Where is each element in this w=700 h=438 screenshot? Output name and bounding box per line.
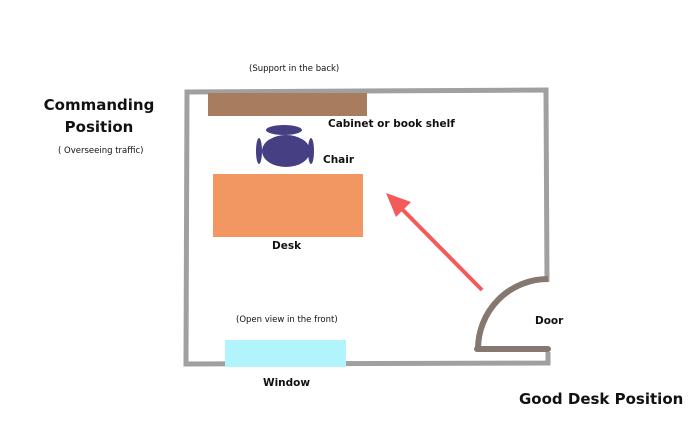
cabinet xyxy=(208,93,367,116)
chair-arm-right xyxy=(308,138,314,164)
heading-note: ( Overseeing traffic) xyxy=(58,146,144,156)
support-label: (Support in the back) xyxy=(249,64,340,74)
diagram-title: Good Desk Position xyxy=(519,390,684,408)
cabinet-label: Cabinet or book shelf xyxy=(328,118,455,130)
chair-label: Chair xyxy=(323,154,355,166)
desk-label: Desk xyxy=(272,240,302,252)
door-swing xyxy=(475,276,549,350)
desk xyxy=(213,174,363,237)
open-view-label: (Open view in the front) xyxy=(236,315,338,325)
arrow-line xyxy=(396,203,484,292)
arrow-head xyxy=(386,193,411,217)
window xyxy=(225,340,346,367)
chair-back xyxy=(266,125,302,135)
room-wall xyxy=(183,87,551,367)
heading-line2: Position xyxy=(64,118,134,136)
heading-line1: Commanding xyxy=(43,96,155,114)
chair-seat xyxy=(262,135,310,167)
door-label: Door xyxy=(535,315,564,327)
chair-arm-left xyxy=(256,138,262,164)
window-label: Window xyxy=(263,377,311,389)
